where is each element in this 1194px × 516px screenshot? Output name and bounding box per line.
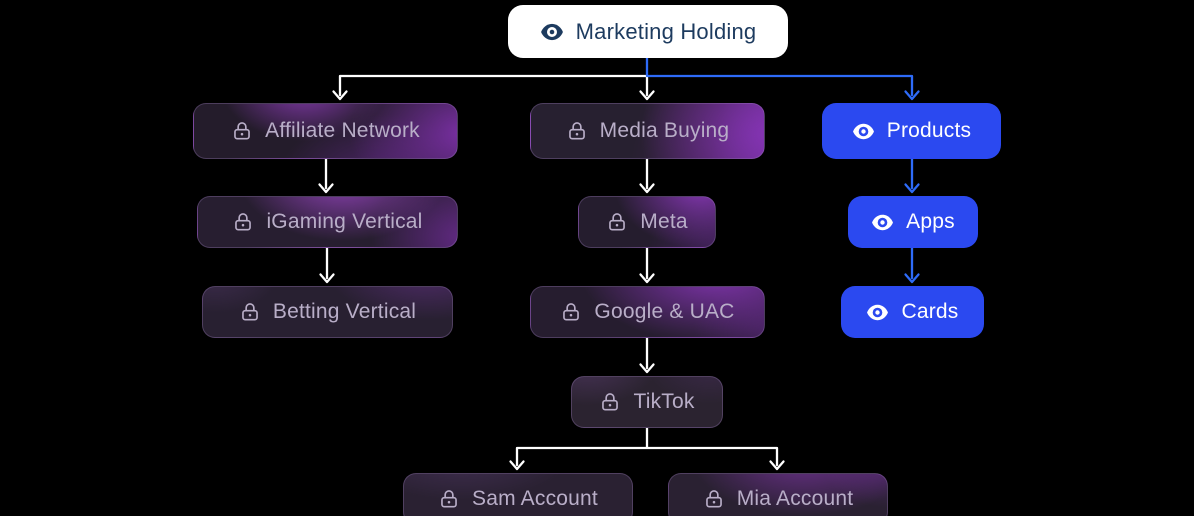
node-tiktok: TikTok — [571, 376, 723, 428]
node-cards: Cards — [841, 286, 984, 338]
arrowhead-down-icon — [332, 90, 348, 101]
node-meta: Meta — [578, 196, 716, 248]
arrowhead-down-icon — [318, 183, 334, 194]
arrowhead-down-icon — [639, 90, 655, 101]
node-label: Apps — [906, 210, 955, 233]
node-label: Affiliate Network — [265, 119, 420, 142]
eye-icon — [866, 301, 889, 324]
node-label: Betting Vertical — [272, 300, 417, 323]
arrowhead-down-icon — [769, 460, 785, 471]
lock-icon — [231, 120, 253, 142]
arrowhead-down-icon — [904, 273, 920, 284]
arrowhead-down-icon — [639, 363, 655, 374]
lock-icon — [606, 211, 628, 233]
lock-icon — [599, 391, 621, 413]
node-label: Marketing Holding — [575, 18, 757, 44]
node-products: Products — [822, 103, 1001, 159]
arrowhead-down-icon — [904, 90, 920, 101]
edge-holding-products — [645, 55, 914, 97]
node-affiliate-network: Affiliate Network — [193, 103, 458, 159]
node-mia-account: Mia Account — [668, 473, 888, 516]
node-betting-vertical: Betting Vertical — [202, 286, 453, 338]
node-sam-account: Sam Account — [403, 473, 633, 516]
node-label: Mia Account — [736, 487, 854, 510]
lock-icon — [560, 301, 582, 323]
edge-tiktok-split — [515, 426, 779, 467]
arrowhead-down-icon — [319, 273, 335, 284]
lock-icon — [239, 301, 261, 323]
node-label: Sam Account — [472, 487, 598, 510]
arrowhead-down-icon — [639, 273, 655, 284]
node-label: Media Buying — [599, 119, 730, 142]
lock-icon — [232, 211, 254, 233]
node-media-buying: Media Buying — [530, 103, 765, 159]
node-marketing-holding: Marketing Holding — [508, 5, 788, 58]
node-google-uac: Google & UAC — [530, 286, 765, 338]
node-label: Meta — [640, 210, 688, 233]
node-label: Google & UAC — [594, 300, 735, 323]
node-label: iGaming Vertical — [266, 210, 423, 233]
lock-icon — [703, 488, 725, 510]
lock-icon — [438, 488, 460, 510]
node-apps: Apps — [848, 196, 978, 248]
node-igaming-vertical: iGaming Vertical — [197, 196, 458, 248]
eye-icon — [871, 211, 894, 234]
eye-icon — [852, 120, 875, 143]
lock-icon — [566, 120, 588, 142]
arrowhead-down-icon — [904, 183, 920, 194]
eye-icon — [540, 20, 564, 44]
arrowhead-down-icon — [509, 460, 525, 471]
arrowhead-down-icon — [639, 183, 655, 194]
node-label: Products — [886, 119, 972, 142]
node-label: Cards — [901, 300, 959, 323]
node-label: TikTok — [633, 390, 695, 413]
edge-holding-affiliate — [338, 74, 649, 97]
